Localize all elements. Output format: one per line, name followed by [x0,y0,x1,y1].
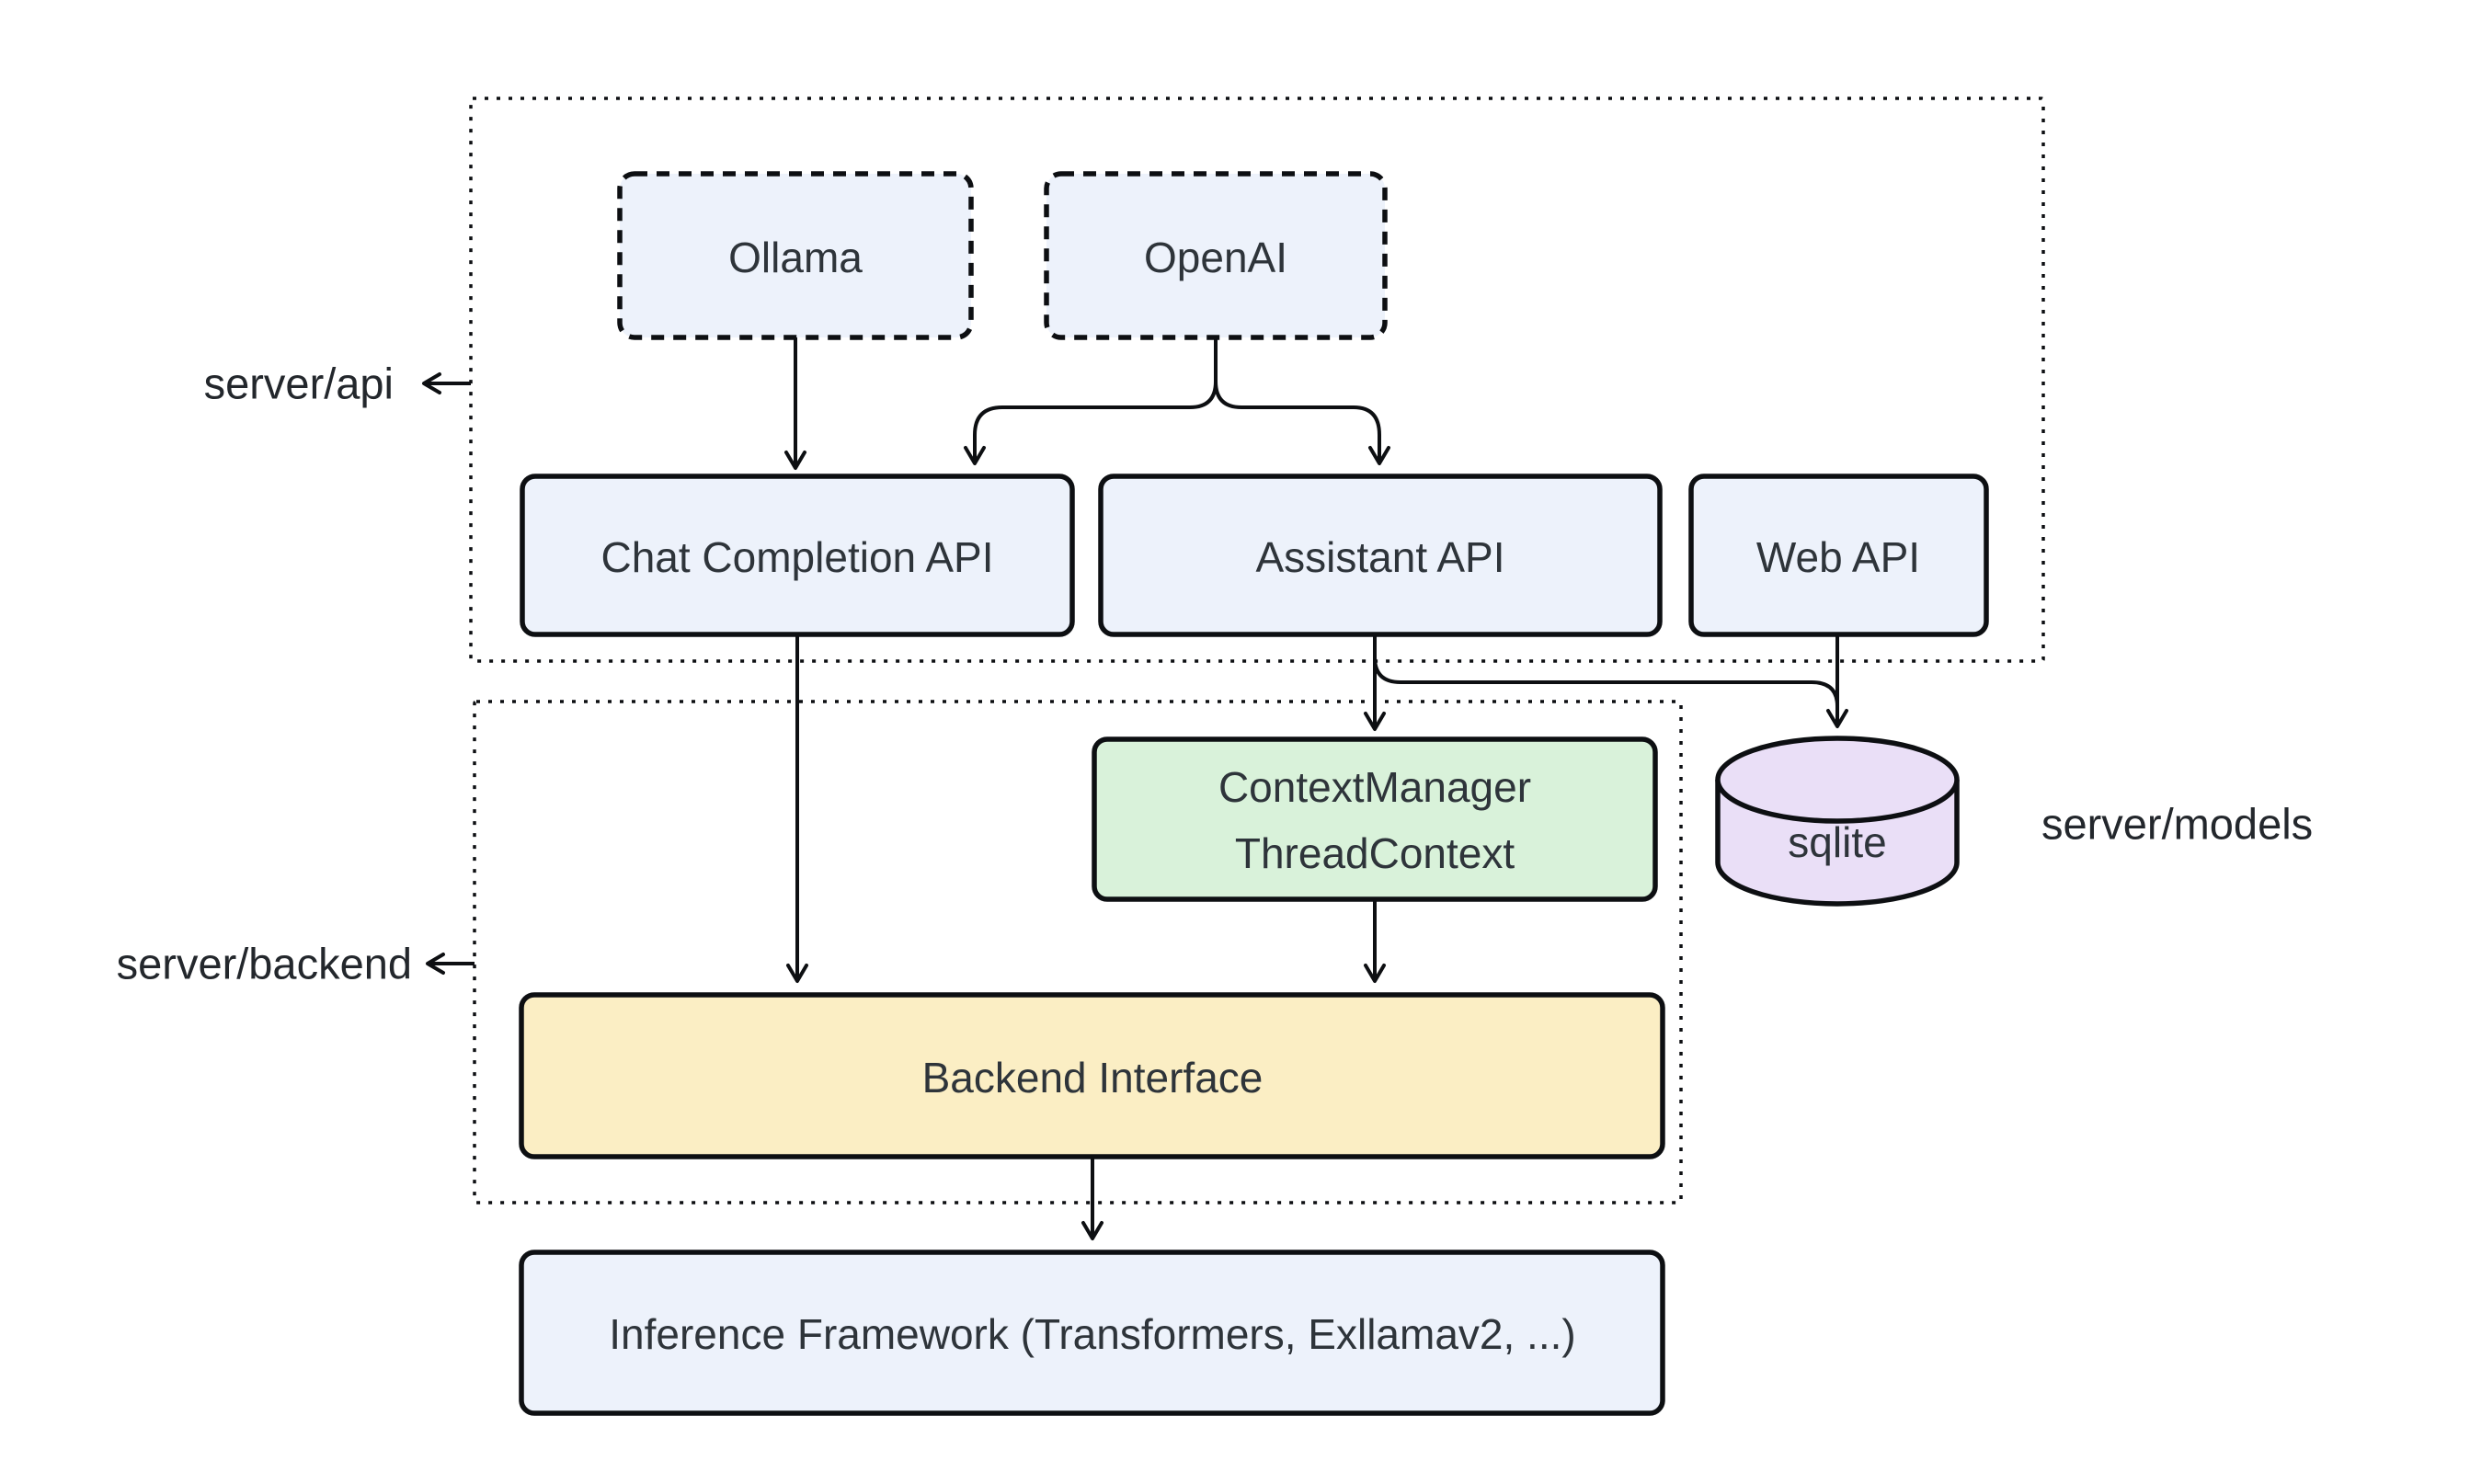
context-manager-box [1092,736,1658,902]
chat-completion-api-box [520,474,1075,637]
server-api-label: server/api [204,360,394,408]
node-openai: OpenAI [1044,171,1388,340]
server-models-label: server/models [2041,800,2313,849]
node-chat-completion-api: Chat Completion API [520,474,1075,637]
node-context-manager: ContextManager ThreadContext [1092,736,1658,902]
node-web-api: Web API [1688,474,1989,637]
node-ollama: Ollama [617,171,974,340]
openai-box [1044,171,1388,340]
backend-interface-box [519,992,1665,1159]
node-backend-interface: Backend Interface [519,992,1665,1159]
server-api-label-group: server/api [204,360,471,408]
sqlite-cylinder-top [1715,736,1960,824]
edges [784,337,1848,1240]
context-manager-label-line1: ContextManager [1218,763,1531,811]
assistant-api-label: Assistant API [1255,533,1504,581]
server-backend-label-group: server/backend [117,940,475,988]
assistant-api-box [1098,474,1663,637]
web-api-box [1688,474,1989,637]
backend-interface-label: Backend Interface [922,1054,1264,1102]
edge-openai-to-assistant [1214,381,1390,465]
ollama-label: Ollama [728,234,863,281]
server-backend-label: server/backend [117,940,412,988]
node-sqlite: sqlite [1715,736,1960,907]
chat-completion-api-label: Chat Completion API [600,533,993,581]
web-api-label: Web API [1756,533,1920,581]
node-assistant-api: Assistant API [1098,474,1663,637]
inference-framework-box [519,1250,1665,1416]
openai-label: OpenAI [1144,234,1287,281]
ollama-box [617,171,974,340]
sqlite-label: sqlite [1788,818,1886,866]
server-api-container [469,97,2045,663]
edge-assistant-to-sqlite [1373,656,1839,713]
server-backend-container [473,700,1683,1204]
node-inference-framework: Inference Framework (Transformers, Exlla… [519,1250,1665,1416]
edge-openai-to-chat [964,337,1218,465]
inference-framework-label: Inference Framework (Transformers, Exlla… [609,1310,1575,1358]
context-manager-label-line2: ThreadContext [1235,829,1515,877]
